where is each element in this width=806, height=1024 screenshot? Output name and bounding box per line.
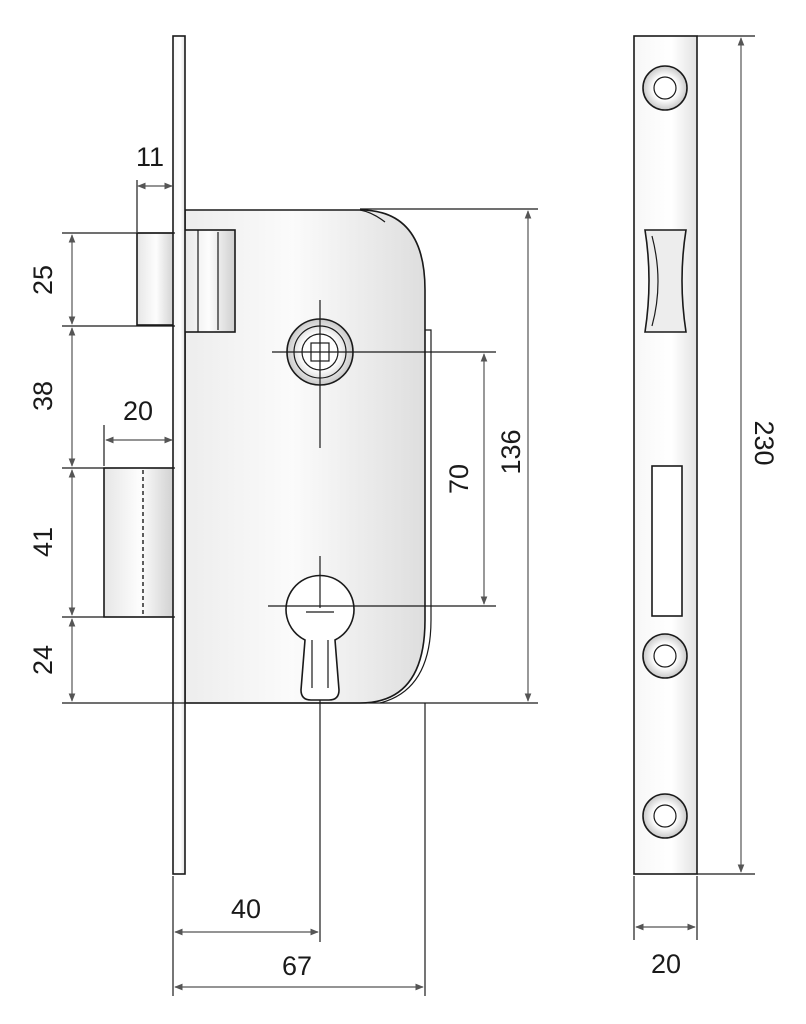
latch-opening: [644, 229, 687, 333]
label-faceplate-height: 230: [749, 420, 779, 465]
label-handle-to-cylinder: 70: [444, 464, 474, 494]
faceplate-side: [172, 35, 186, 875]
label-backset: 40: [231, 894, 261, 924]
dimension-labels: 11 25 38 20 41 24 70 136 40 67 230 20: [28, 142, 779, 981]
bolt-opening: [651, 465, 683, 617]
faceplate-outline: [633, 35, 698, 875]
lock-body: [103, 35, 432, 875]
label-bolt-projection: 11: [136, 142, 164, 172]
extension-lines: [62, 35, 755, 996]
screw-hole-middle: [642, 633, 688, 679]
latch-bolt: [103, 467, 176, 618]
dimension-arrows: [68, 37, 745, 991]
lock-case: [184, 209, 426, 704]
dead-bolt: [136, 232, 176, 326]
label-latch-to-bottom: 24: [28, 645, 58, 675]
label-bolt-height: 25: [28, 265, 58, 295]
label-latch-height: 41: [28, 527, 58, 557]
label-faceplate-width: 20: [651, 949, 681, 979]
label-case-height: 136: [496, 429, 526, 474]
label-latch-projection: 20: [123, 396, 153, 426]
label-case-depth: 67: [282, 951, 312, 981]
cylinder-hole: [285, 574, 355, 701]
label-bolt-to-latch: 38: [28, 381, 58, 411]
bolt-inner-block: [182, 229, 236, 333]
screw-hole-bottom: [642, 793, 688, 839]
faceplate-front: [633, 35, 698, 875]
case-edge: [359, 209, 432, 704]
screw-hole-top: [642, 65, 688, 111]
